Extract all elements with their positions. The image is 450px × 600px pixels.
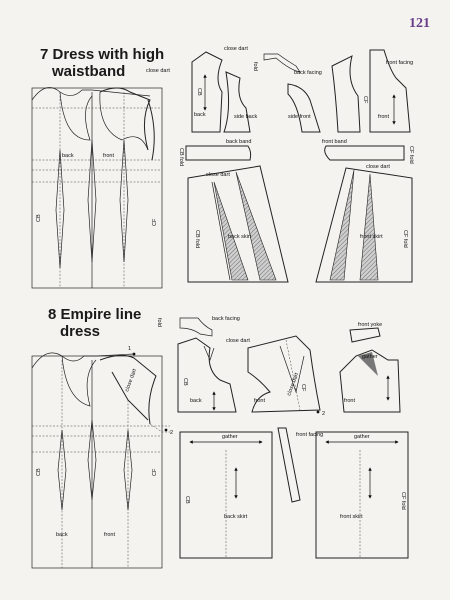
s8-gather-label-3: gather (354, 434, 370, 440)
section-8-draft-block (31, 352, 172, 569)
s8-back-facing-label: back facing (212, 316, 240, 322)
section-7-draft-block (31, 87, 163, 289)
section-7-back-skirt (187, 165, 289, 283)
s8-front-skirt-label: front skirt (340, 514, 363, 520)
s8-gather-label: gather (362, 354, 378, 360)
s7-side-back-label: side back (234, 114, 257, 120)
s8-gather-label-2: gather (222, 434, 238, 440)
s7-back-facing-label: back facing (294, 70, 322, 76)
s8-front-label-2: front (254, 398, 265, 404)
s8-back-label: back (56, 532, 68, 538)
section-8-skirts (179, 427, 409, 559)
section-7-title-line1: 7 Dress with high (40, 46, 165, 63)
section-7-bodice-front (331, 49, 411, 133)
section-8-title: 8 Empire line dress (48, 306, 141, 340)
s7-cf-label-2: CF (362, 96, 368, 104)
page-number: 121 (409, 16, 430, 31)
s8-fold-label: fold (156, 318, 162, 327)
section-8-title-line1: 8 Empire line (48, 306, 142, 323)
s7-close-dart-label: close dart (146, 68, 170, 74)
section-8-title-line2: dress (60, 323, 101, 340)
s7-close-dart-label-4: close dart (366, 164, 390, 170)
s7-back-label: back (62, 153, 74, 159)
s7-side-front-label: side front (288, 114, 311, 120)
section-7-back-facing (263, 53, 321, 133)
s7-back-label-2: back (194, 112, 206, 118)
s8-close-dart-label-3: close dart (286, 372, 300, 397)
s7-back-band-label: back band (226, 139, 251, 145)
s8-front-label: front (104, 532, 115, 538)
s8-close-dart-label: close dart (124, 368, 138, 393)
section-8-bodice-front-draft (247, 335, 321, 414)
s8-front-label-3: front (344, 398, 355, 404)
s7-back-skirt-label: back skirt (228, 234, 252, 240)
s7-front-skirt-label: front skirt (360, 234, 383, 240)
s7-cf-label: CF (152, 218, 158, 226)
s8-cb-label-2: CB (182, 378, 188, 386)
s8-close-dart-label-2: close dart (226, 338, 250, 344)
s8-front-facing-label: front facing (296, 432, 323, 438)
section-7-title: 7 Dress with high waistband (40, 46, 164, 80)
s8-point2-label-2: 2 (322, 411, 325, 417)
s7-close-dart-label-2: close dart (224, 46, 248, 52)
s7-cf-fold-label-2: CF fold (402, 230, 408, 248)
s8-cf-fold-label: CF fold (400, 492, 406, 510)
section-8-back-facing (179, 317, 213, 337)
section-8-front-yoke (339, 327, 401, 413)
s7-fold-label: fold (252, 62, 258, 71)
s7-front-facing-label: front facing (386, 60, 413, 66)
s8-back-skirt-label: back skirt (224, 514, 248, 520)
s8-cf-label: CF (152, 468, 158, 476)
section-7-bands (185, 145, 405, 161)
section-7-bodice-back (191, 51, 251, 133)
s7-front-band-label: front band (322, 139, 347, 145)
s7-cb-label-2: CB (196, 88, 202, 96)
s8-back-label-2: back (190, 398, 202, 404)
s7-front-label-2: front (378, 114, 389, 120)
section-7-title-line2: waistband (52, 63, 126, 80)
section-8-bodice-back (177, 337, 237, 413)
s7-cf-fold-label: CF fold (408, 146, 414, 164)
section-7-front-skirt (315, 167, 413, 283)
s8-front-yoke-label: front yoke (358, 322, 382, 328)
s8-cf-label-2: CF (300, 384, 306, 392)
s7-close-dart-label-3: close dart (206, 172, 230, 178)
s8-cb-label-3: CB (184, 496, 190, 504)
s7-front-label: front (103, 153, 114, 159)
s7-cb-fold-label-2: CB fold (194, 230, 200, 248)
s8-point2-label: 2 (170, 430, 173, 436)
s8-cb-label: CB (36, 468, 42, 476)
s7-cb-fold-label: CB fold (178, 148, 184, 166)
s7-cb-label: CB (36, 214, 42, 222)
s8-point1-label: 1 (128, 346, 131, 352)
